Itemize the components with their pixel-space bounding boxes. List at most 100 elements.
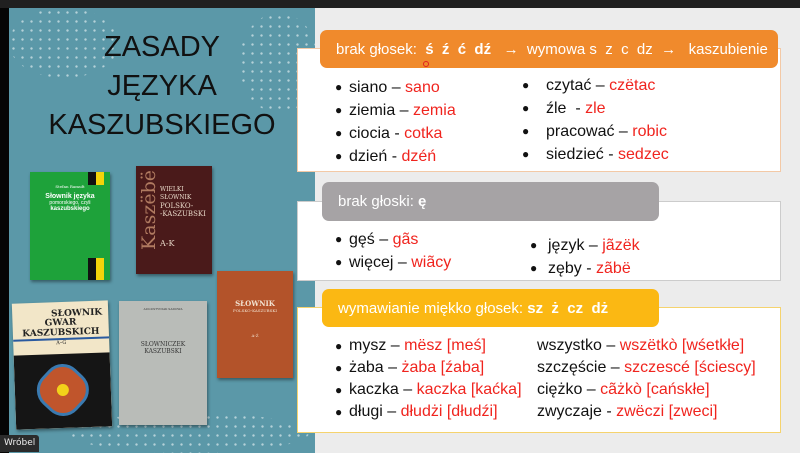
polish-word: wszystko – bbox=[537, 337, 620, 354]
list-item: zwyczaje - zwëczi [zweci] bbox=[537, 401, 756, 423]
list-item: ● mysz – mësz [meś] bbox=[335, 335, 522, 357]
word-list-col1: ●gęś – gãs ● więcej – wiãcy bbox=[335, 228, 451, 274]
kashubian-word: dłudżi [dłudźi] bbox=[400, 403, 498, 420]
polish-word: źle - bbox=[546, 100, 586, 117]
kashubian-word: wszëtkò [wśetkłe] bbox=[619, 337, 745, 354]
polish-word: ziemia – bbox=[349, 102, 414, 119]
list-item: ●język – jãzëk bbox=[530, 234, 640, 257]
book-title: kaszubskiego bbox=[50, 206, 90, 212]
word-list-col2: wszystko – wszëtkò [wśetkłe] szczęście –… bbox=[537, 335, 756, 423]
kashubian-word: zle bbox=[585, 100, 606, 117]
bullet-icon: ● bbox=[335, 405, 343, 419]
kashubian-word: dzéń bbox=[401, 148, 437, 165]
section-box-1 bbox=[297, 48, 781, 172]
bullet-icon: ● bbox=[335, 103, 343, 117]
bullet-icon: ● bbox=[335, 255, 343, 269]
bullet-icon: ● bbox=[335, 383, 343, 397]
kashubian-word: szczescé [ściescy] bbox=[624, 359, 756, 376]
word-list-col2: ●język – jãzëk ●zęby - zãbë bbox=[530, 234, 640, 280]
word-list-col2: ●czytać – czëtac ●źle - zle ●pracować – … bbox=[522, 74, 669, 166]
title-line: JĘZYKA bbox=[107, 70, 217, 102]
list-item: ● zęby - zãbë bbox=[530, 257, 640, 280]
book-title: WIELKI SŁOWNIK bbox=[160, 186, 192, 201]
kashubian-word: gãs bbox=[392, 231, 419, 248]
list-item: ● siedzieć - sedzec bbox=[522, 143, 669, 166]
bullet-icon: ● bbox=[522, 101, 530, 115]
left-strip bbox=[0, 8, 9, 453]
polish-word: gęś – bbox=[349, 231, 393, 248]
polish-word: siedzieć - bbox=[546, 146, 619, 163]
polish-word: ciocia - bbox=[349, 125, 405, 142]
polish-word: zwyczaje - bbox=[537, 403, 617, 420]
header-text: → wymowa s z c dz → kaszubienie bbox=[491, 40, 768, 58]
bullet-icon: ● bbox=[335, 361, 343, 375]
participant-name-label: Wróbel bbox=[0, 435, 40, 452]
kashubian-word: kaczka [kaćka] bbox=[416, 381, 522, 398]
kashubian-word: czëtac bbox=[609, 77, 656, 94]
polish-word: szczęście – bbox=[537, 359, 625, 376]
book-author: AUGUSTYNIAK SADOWA bbox=[143, 307, 183, 311]
list-item: ●czytać – czëtac bbox=[522, 74, 669, 97]
kashubian-word: cãżkò [cańskłe] bbox=[600, 381, 710, 398]
title-line: ZASADY bbox=[103, 31, 221, 63]
book-cover-slownik-polsko-kaszubski: SŁOWNIK POLSKO-KASZUBSKI A-Ż bbox=[217, 271, 293, 378]
header-letters: ś ź ć dź bbox=[425, 40, 492, 58]
list-item: ●gęś – gãs bbox=[335, 228, 451, 251]
list-item: ●dzień - dzéń bbox=[335, 145, 456, 168]
polish-word: język – bbox=[548, 237, 603, 254]
section-header-2: brak głoski: ę bbox=[322, 182, 659, 221]
section-box-3 bbox=[297, 307, 781, 433]
bullet-icon: ● bbox=[335, 149, 343, 163]
kashubian-word: zwëczi [zweci] bbox=[616, 403, 718, 420]
bullet-icon: ● bbox=[530, 261, 538, 275]
book-volume: A-K bbox=[160, 239, 175, 248]
polish-word: mysz – bbox=[349, 337, 405, 354]
polish-word: żaba – bbox=[349, 359, 402, 376]
book-title: pomorskiego, czyli bbox=[49, 200, 91, 206]
book-author: Stefan Ramułt bbox=[55, 184, 85, 189]
book-cover-wielki-slownik: Kaszëbë WIELKI SŁOWNIK POLSKO- -KASZUBSK… bbox=[136, 166, 212, 274]
header-text: brak głoski: bbox=[338, 193, 419, 210]
polish-word: ciężko – bbox=[537, 381, 601, 398]
word-list-col1: ●siano – sano ●ziemia – zemia ●ciocia - … bbox=[335, 76, 456, 168]
kashubian-word: wiãcy bbox=[411, 254, 452, 271]
section-header-3: wymawianie miękko głosek: sz ż cz dż bbox=[322, 289, 659, 327]
list-item: ciężko – cãżkò [cańskłe] bbox=[537, 379, 756, 401]
polish-word: długi – bbox=[349, 403, 401, 420]
bullet-icon: ● bbox=[335, 126, 343, 140]
list-item: ●pracować – robic bbox=[522, 120, 669, 143]
bullet-icon: ● bbox=[522, 147, 530, 161]
kashubian-word: zãbë bbox=[596, 260, 631, 277]
list-item: ● kaczka – kaczka [kaćka] bbox=[335, 379, 522, 401]
kashubian-word: sedzec bbox=[618, 146, 669, 163]
list-item: ● długi – dłudżi [dłudźi] bbox=[335, 401, 522, 423]
book-cover-slowniczek: AUGUSTYNIAK SADOWA SŁOWNICZEK KASZUBSKI bbox=[119, 301, 207, 425]
header-text: brak głosek: bbox=[336, 40, 426, 58]
list-item: ● ziemia – zemia bbox=[335, 99, 456, 122]
book-cover-slownik-pomorskiego: Stefan Ramułt Słownik języka pomorskiego… bbox=[30, 172, 110, 280]
list-item: wszystko – wszëtkò [wśetkłe] bbox=[537, 335, 756, 357]
list-item: ●ciocia - cotka bbox=[335, 122, 456, 145]
polish-word: pracować – bbox=[546, 123, 633, 140]
list-item: ● źle - zle bbox=[522, 97, 669, 120]
kashubian-word: mësz [meś] bbox=[404, 337, 486, 354]
header-text: wymawianie miękko głosek: bbox=[338, 299, 528, 317]
kashubian-word: zemia bbox=[413, 102, 456, 119]
header-letters: sz ż cz dż bbox=[527, 299, 609, 317]
polish-word: kaczka – bbox=[349, 381, 417, 398]
bullet-icon: ● bbox=[335, 339, 343, 353]
book-volume: A-Ż bbox=[251, 333, 259, 338]
kashubian-word: robic bbox=[632, 123, 667, 140]
polish-word: zęby - bbox=[548, 260, 597, 277]
section-header-1: brak głosek: ś ź ć dź → wymowa s z c dz … bbox=[320, 30, 778, 68]
book-cover-slownik-gwar: SŁOWNIK GWAR KASZUBSKICH A–G bbox=[11, 300, 113, 430]
list-item: ●siano – sano bbox=[335, 76, 456, 99]
book-title: KASZUBSKI bbox=[144, 348, 182, 355]
polish-word: siano – bbox=[349, 79, 406, 96]
bullet-icon: ● bbox=[530, 238, 538, 252]
polish-word: więcej – bbox=[349, 254, 412, 271]
word-list-col1: ●mysz – mësz [meś] ●żaba – żaba [źaba] ●… bbox=[335, 335, 522, 423]
polish-word: czytać – bbox=[546, 77, 610, 94]
book-title: POLSKO-KASZUBSKI bbox=[233, 308, 277, 313]
book-title: POLSKO- bbox=[160, 202, 194, 210]
